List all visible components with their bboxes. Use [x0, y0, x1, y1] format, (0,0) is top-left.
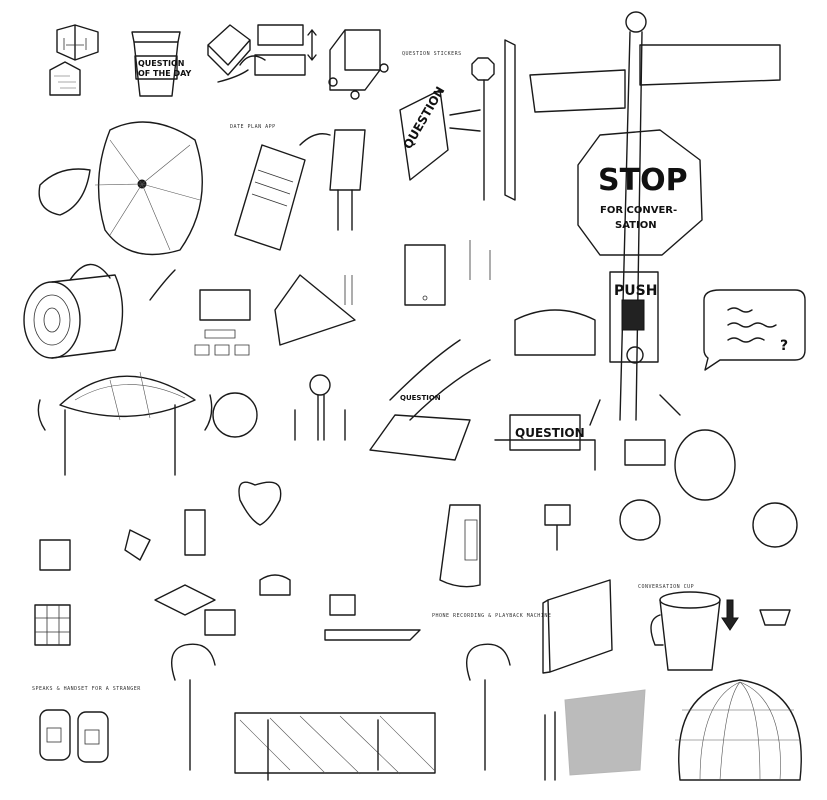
question-sign-text: QUESTION: [400, 84, 447, 151]
speech-bubble-question: ?: [780, 338, 788, 354]
billboard-question-text: QUESTION: [515, 426, 585, 440]
sketch-wheel: [212, 392, 258, 438]
path-question-text: QUESTION: [400, 394, 441, 402]
sketch-board-game: [369, 414, 471, 461]
sketch-speech-bubble: ?: [703, 289, 806, 371]
push-button-text: PUSH: [614, 283, 657, 299]
sketch-laptop-chair: [619, 429, 798, 548]
sketch-date-plan-app: [234, 129, 366, 251]
conversation-cup-label: CONVERSATION CUP: [638, 584, 694, 590]
sketch-lamp-post: [294, 374, 346, 441]
sketch-box: [207, 24, 317, 83]
sketch-doorway: [184, 509, 206, 556]
sketch-dome: [675, 679, 802, 781]
sketch-signpost: STOP FOR CONVER- SATION PUSH: [529, 11, 781, 426]
sketch-kiosk: [194, 289, 251, 356]
sketch-mailbox: [544, 504, 571, 551]
date-plan-app-label: DATE PLAN APP: [230, 124, 276, 130]
sketch-treasure-map: [274, 274, 356, 346]
sketch-conversation-cup: [650, 591, 791, 671]
stop-sign-line1: STOP: [598, 163, 688, 198]
question-stickers-label: QUESTION STICKERS: [402, 51, 462, 57]
sketch-heart-arch: [238, 481, 282, 526]
cup-sleeve-line1: QUESTION: [138, 59, 184, 68]
sketch-booth: [49, 24, 99, 96]
sketch-cart: [328, 29, 389, 100]
sketch-rolled-mat: [23, 263, 176, 359]
sketch-wall-panel: [542, 579, 613, 674]
sketch-photo-hunt: [404, 240, 491, 306]
phone-machine-label: PHONE RECORDING & PLAYBACK MACHINE: [432, 613, 551, 619]
sketch-billboard: QUESTION: [494, 414, 596, 471]
stop-sign-line3: SATION: [615, 220, 657, 231]
sketch-bench: [514, 309, 596, 356]
sketch-tunnel: [171, 643, 511, 781]
sketch-path-park: QUESTION: [389, 339, 491, 421]
sketch-parachute: [37, 371, 213, 476]
sketch-handsets: [39, 709, 109, 763]
sketch-wall-corner: [544, 689, 646, 781]
handset-label: SPEAKS & HANDSET FOR A STRANGER: [32, 686, 141, 692]
sketch-cap: [38, 121, 203, 256]
sketch-question-stickers: QUESTION: [399, 39, 516, 201]
sketch-small-items: [34, 529, 421, 646]
stop-sign-line2: FOR CONVER-: [600, 205, 677, 216]
sketch-coffee-cup: QUESTION OF THE DAY: [131, 31, 192, 97]
cup-sleeve-line2: OF THE DAY: [138, 69, 192, 78]
sketch-phone-machine: [439, 504, 481, 588]
